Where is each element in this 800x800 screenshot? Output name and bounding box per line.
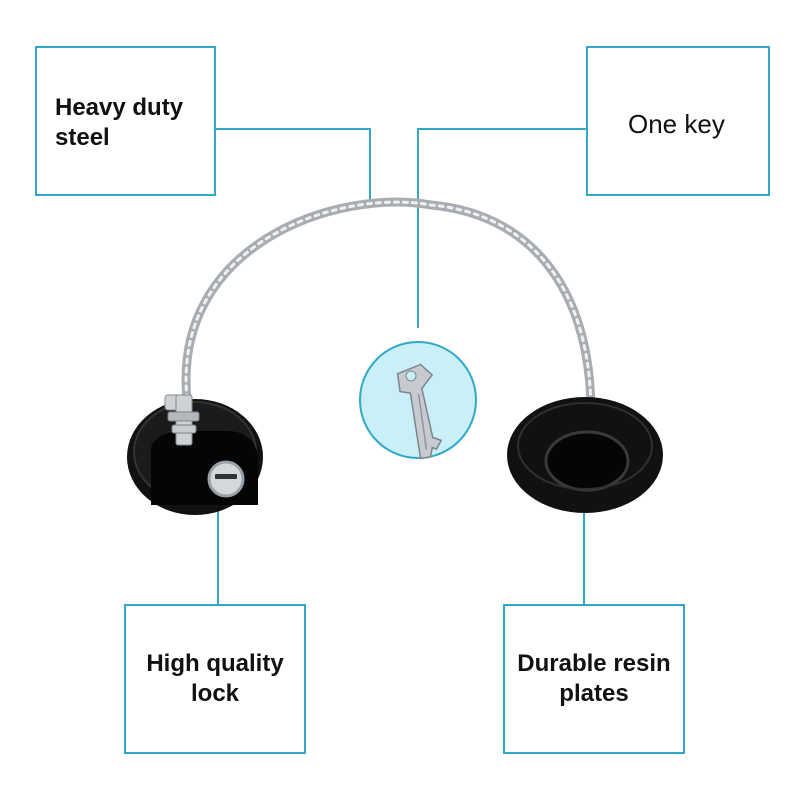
lock-plate-icon [127, 394, 263, 515]
key-callout-connector [417, 128, 586, 328]
one-key-label: One key [628, 109, 725, 139]
durable-resin-plates-label: Durable resin plates [517, 650, 671, 707]
one-key-callout: One key [586, 46, 770, 196]
heavy-duty-steel-callout: Heavy duty steel [35, 46, 216, 196]
high-quality-lock-label: High quality lock [146, 650, 284, 707]
resin-plate-icon [507, 397, 663, 513]
steel-callout-connector [216, 128, 371, 200]
durable-resin-plates-callout: Durable resin plates [503, 604, 685, 754]
high-quality-lock-callout: High quality lock [124, 604, 306, 754]
key-icon [396, 363, 443, 460]
heavy-duty-steel-label: Heavy duty steel [55, 94, 184, 151]
